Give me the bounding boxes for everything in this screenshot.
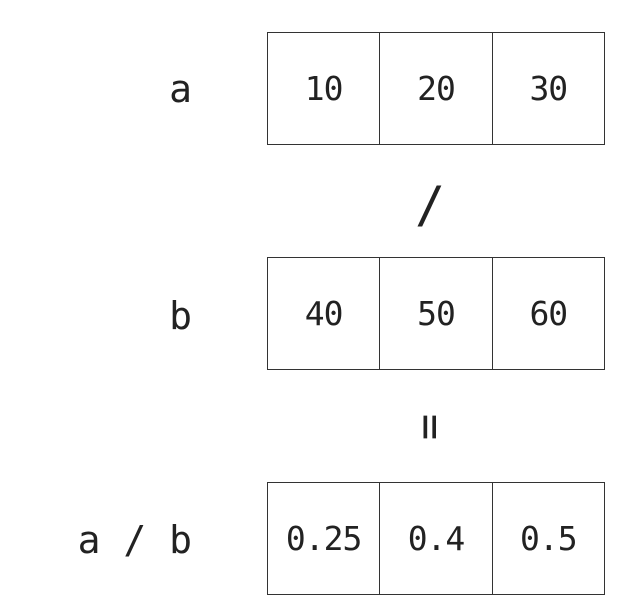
row-label-a: a [169, 67, 192, 111]
array-a-div-b: 0.25 0.4 0.5 [267, 482, 605, 595]
array-a-cell-1: 20 [379, 33, 491, 144]
array-a: 10 20 30 [267, 32, 605, 145]
row-label-a-div-b: a / b [77, 518, 192, 562]
divide-operator: / [414, 176, 446, 234]
array-b: 40 50 60 [267, 257, 605, 370]
array-a-cell-2: 30 [491, 33, 604, 144]
array-a-div-b-cell-0: 0.25 [285, 519, 362, 558]
equals-operator: = [405, 413, 456, 441]
array-a-div-b-cell-1: 0.4 [379, 483, 491, 594]
array-a-div-b-cell-2: 0.5 [491, 483, 604, 594]
row-label-b: b [169, 294, 192, 338]
array-b-cell-1: 50 [379, 258, 491, 369]
array-a-cell-0: 10 [304, 69, 344, 108]
array-b-cell-0: 40 [304, 294, 344, 333]
array-b-cell-2: 60 [491, 258, 604, 369]
